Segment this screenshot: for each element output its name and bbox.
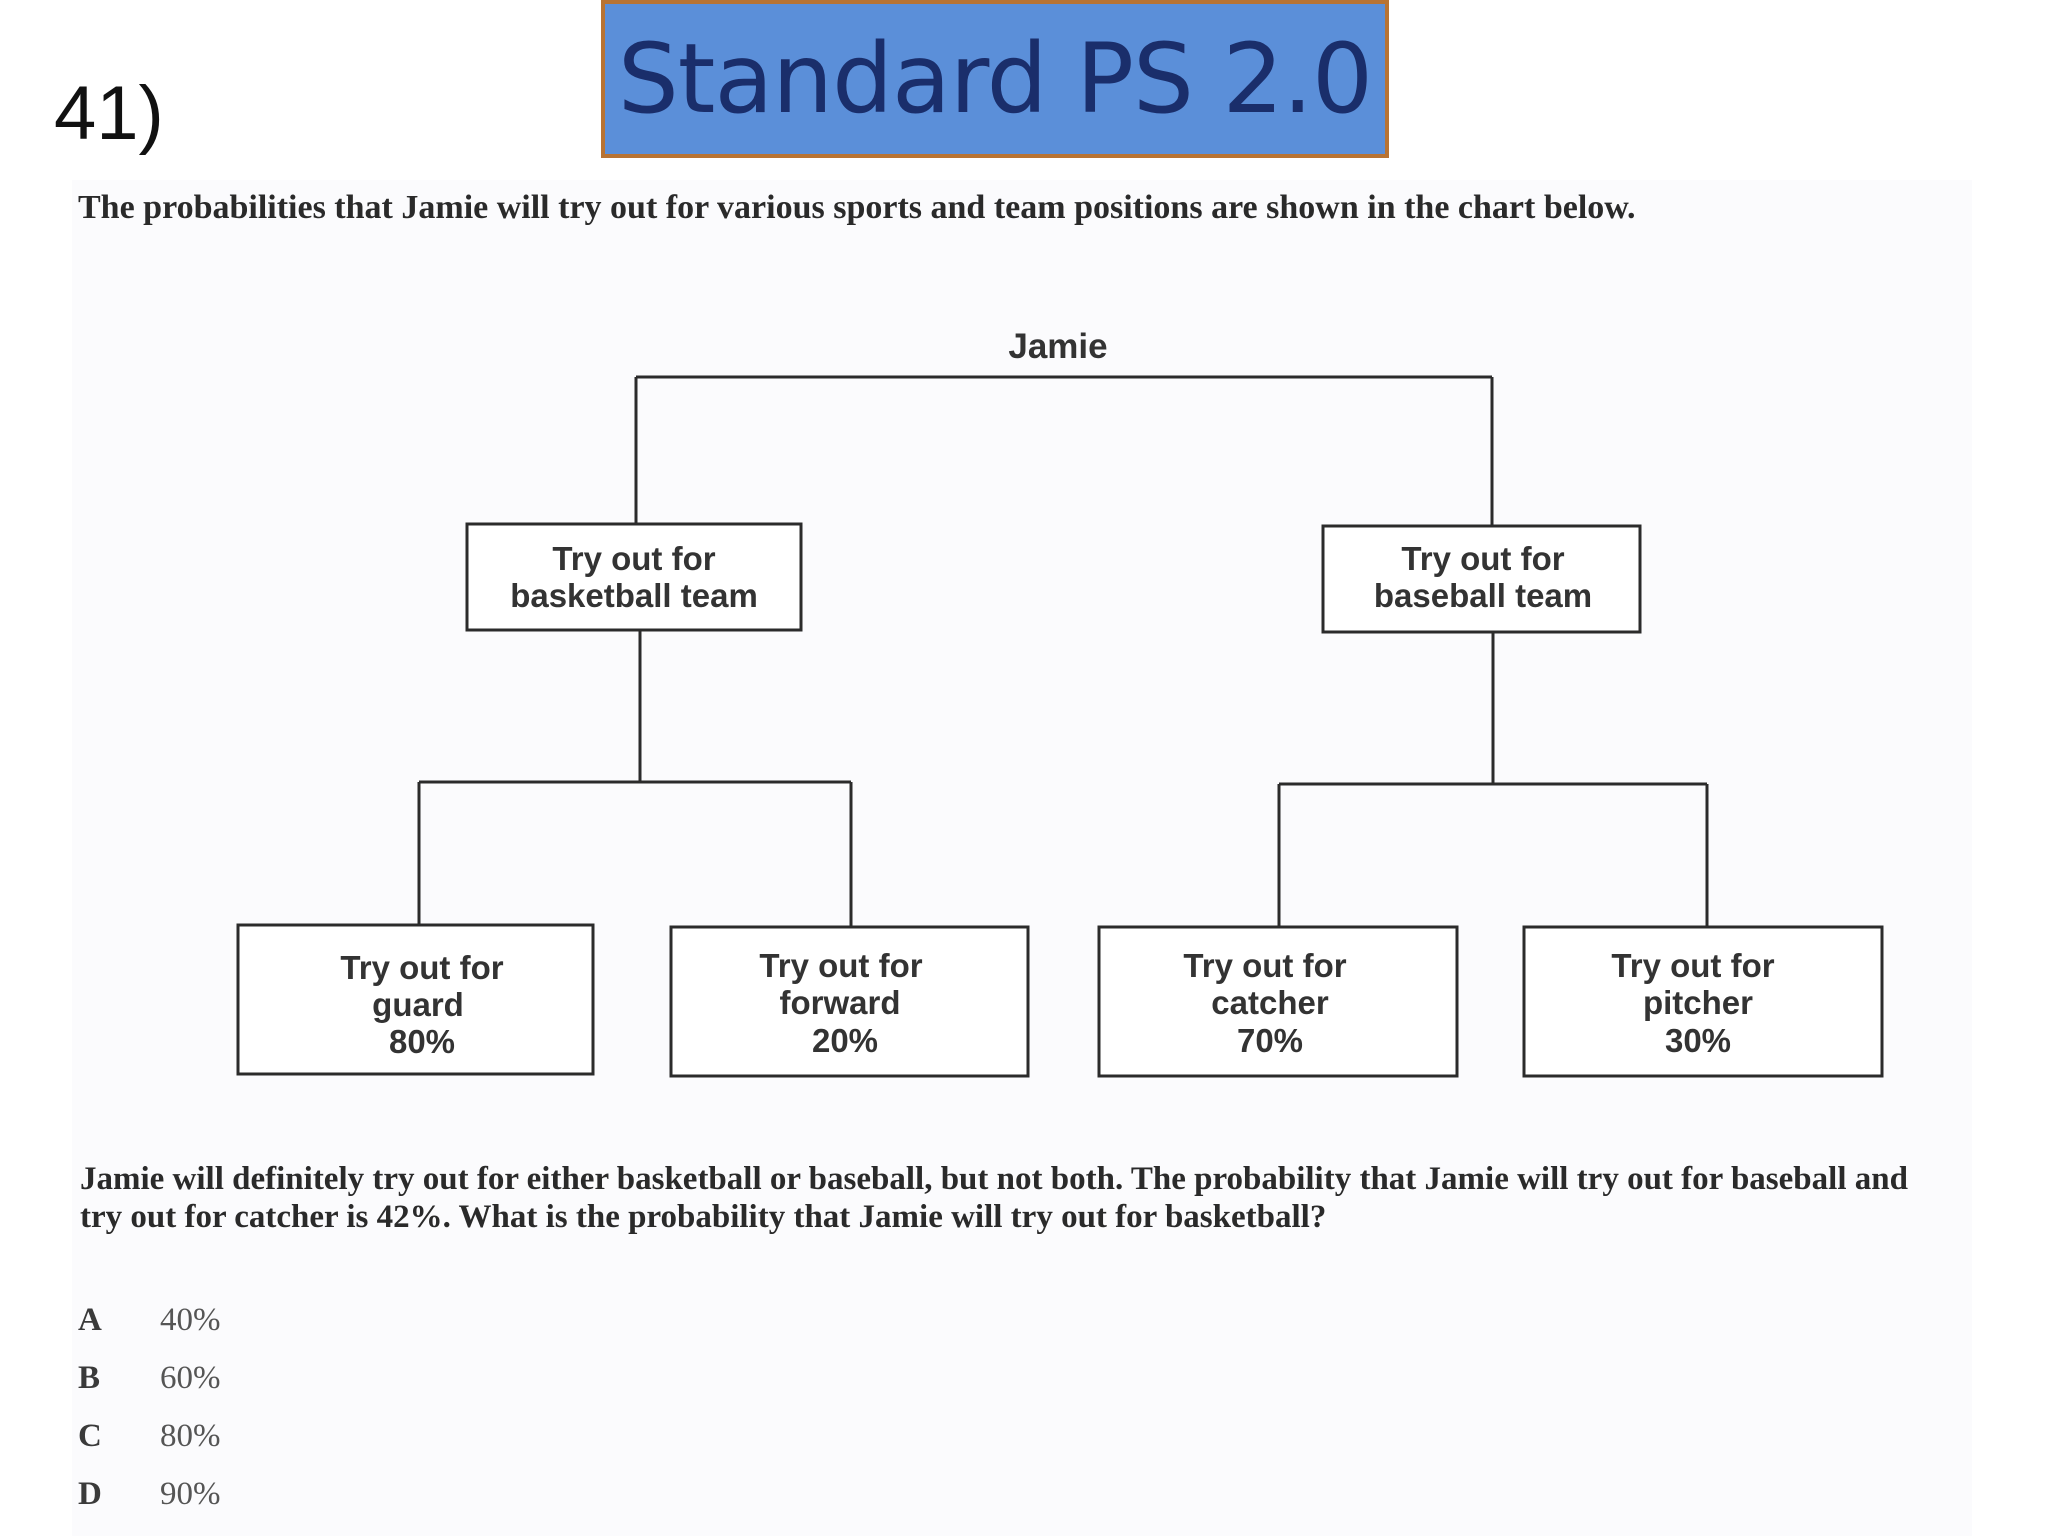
node-baseball: Try out for baseball team xyxy=(1321,524,1642,634)
node-catcher: Try out for catcher 70% xyxy=(1097,925,1459,1078)
node-pitcher-line2: pitcher xyxy=(1643,984,1753,1021)
node-basketball-box xyxy=(465,522,803,632)
question-number: 41) xyxy=(54,71,164,156)
node-pitcher: Try out for pitcher 30% xyxy=(1522,925,1884,1078)
node-guard: Try out for guard 80% xyxy=(236,923,595,1076)
node-basketball: Try out for basketball team xyxy=(465,522,803,632)
choice-a[interactable]: A 40% xyxy=(78,1302,221,1360)
scanned-worksheet-background xyxy=(72,180,1972,1536)
node-forward-line1: Try out for xyxy=(759,947,922,984)
node-basketball-line1: Try out for xyxy=(552,540,715,577)
node-baseball-box xyxy=(1321,524,1642,634)
node-catcher-line1: Try out for xyxy=(1183,947,1346,984)
node-catcher-probability: 70% xyxy=(1237,1022,1303,1059)
answer-choices: A 40% B 60% C 80% D 90% xyxy=(78,1302,221,1534)
node-guard-probability: 80% xyxy=(389,1023,455,1060)
node-guard-box xyxy=(236,923,595,1076)
title-banner: Standard PS 2.0 xyxy=(601,0,1389,158)
choice-a-value: 40% xyxy=(160,1302,221,1338)
choice-b-value: 60% xyxy=(160,1360,221,1396)
choice-c-letter: C xyxy=(78,1418,102,1454)
node-pitcher-probability: 30% xyxy=(1665,1022,1731,1059)
node-guard-line2: guard xyxy=(372,986,464,1023)
tree-root-label: Jamie xyxy=(1008,327,1107,366)
node-basketball-line2: basketball team xyxy=(510,577,758,614)
choice-c-value: 80% xyxy=(160,1418,221,1454)
choice-d[interactable]: D 90% xyxy=(78,1476,221,1534)
node-catcher-line2: catcher xyxy=(1211,984,1329,1021)
question-text: Jamie will definitely try out for either… xyxy=(80,1161,1908,1235)
choice-d-letter: D xyxy=(78,1476,102,1512)
node-forward: Try out for forward 20% xyxy=(669,925,1030,1078)
node-forward-line2: forward xyxy=(779,984,900,1021)
node-forward-box xyxy=(669,925,1030,1078)
node-pitcher-line1: Try out for xyxy=(1611,947,1774,984)
choice-b-letter: B xyxy=(78,1360,101,1396)
node-forward-probability: 20% xyxy=(812,1022,878,1059)
intro-text: The probabilities that Jamie will try ou… xyxy=(78,189,1636,226)
slide-title: Standard PS 2.0 xyxy=(617,23,1373,135)
node-pitcher-box xyxy=(1522,925,1884,1078)
node-catcher-box xyxy=(1097,925,1459,1078)
node-guard-line1: Try out for xyxy=(340,949,503,986)
choice-c[interactable]: C 80% xyxy=(78,1418,221,1476)
choice-a-letter: A xyxy=(78,1302,102,1338)
choice-b[interactable]: B 60% xyxy=(78,1360,221,1418)
choice-d-value: 90% xyxy=(160,1476,221,1512)
node-baseball-line2: baseball team xyxy=(1374,577,1592,614)
node-baseball-line1: Try out for xyxy=(1401,540,1564,577)
